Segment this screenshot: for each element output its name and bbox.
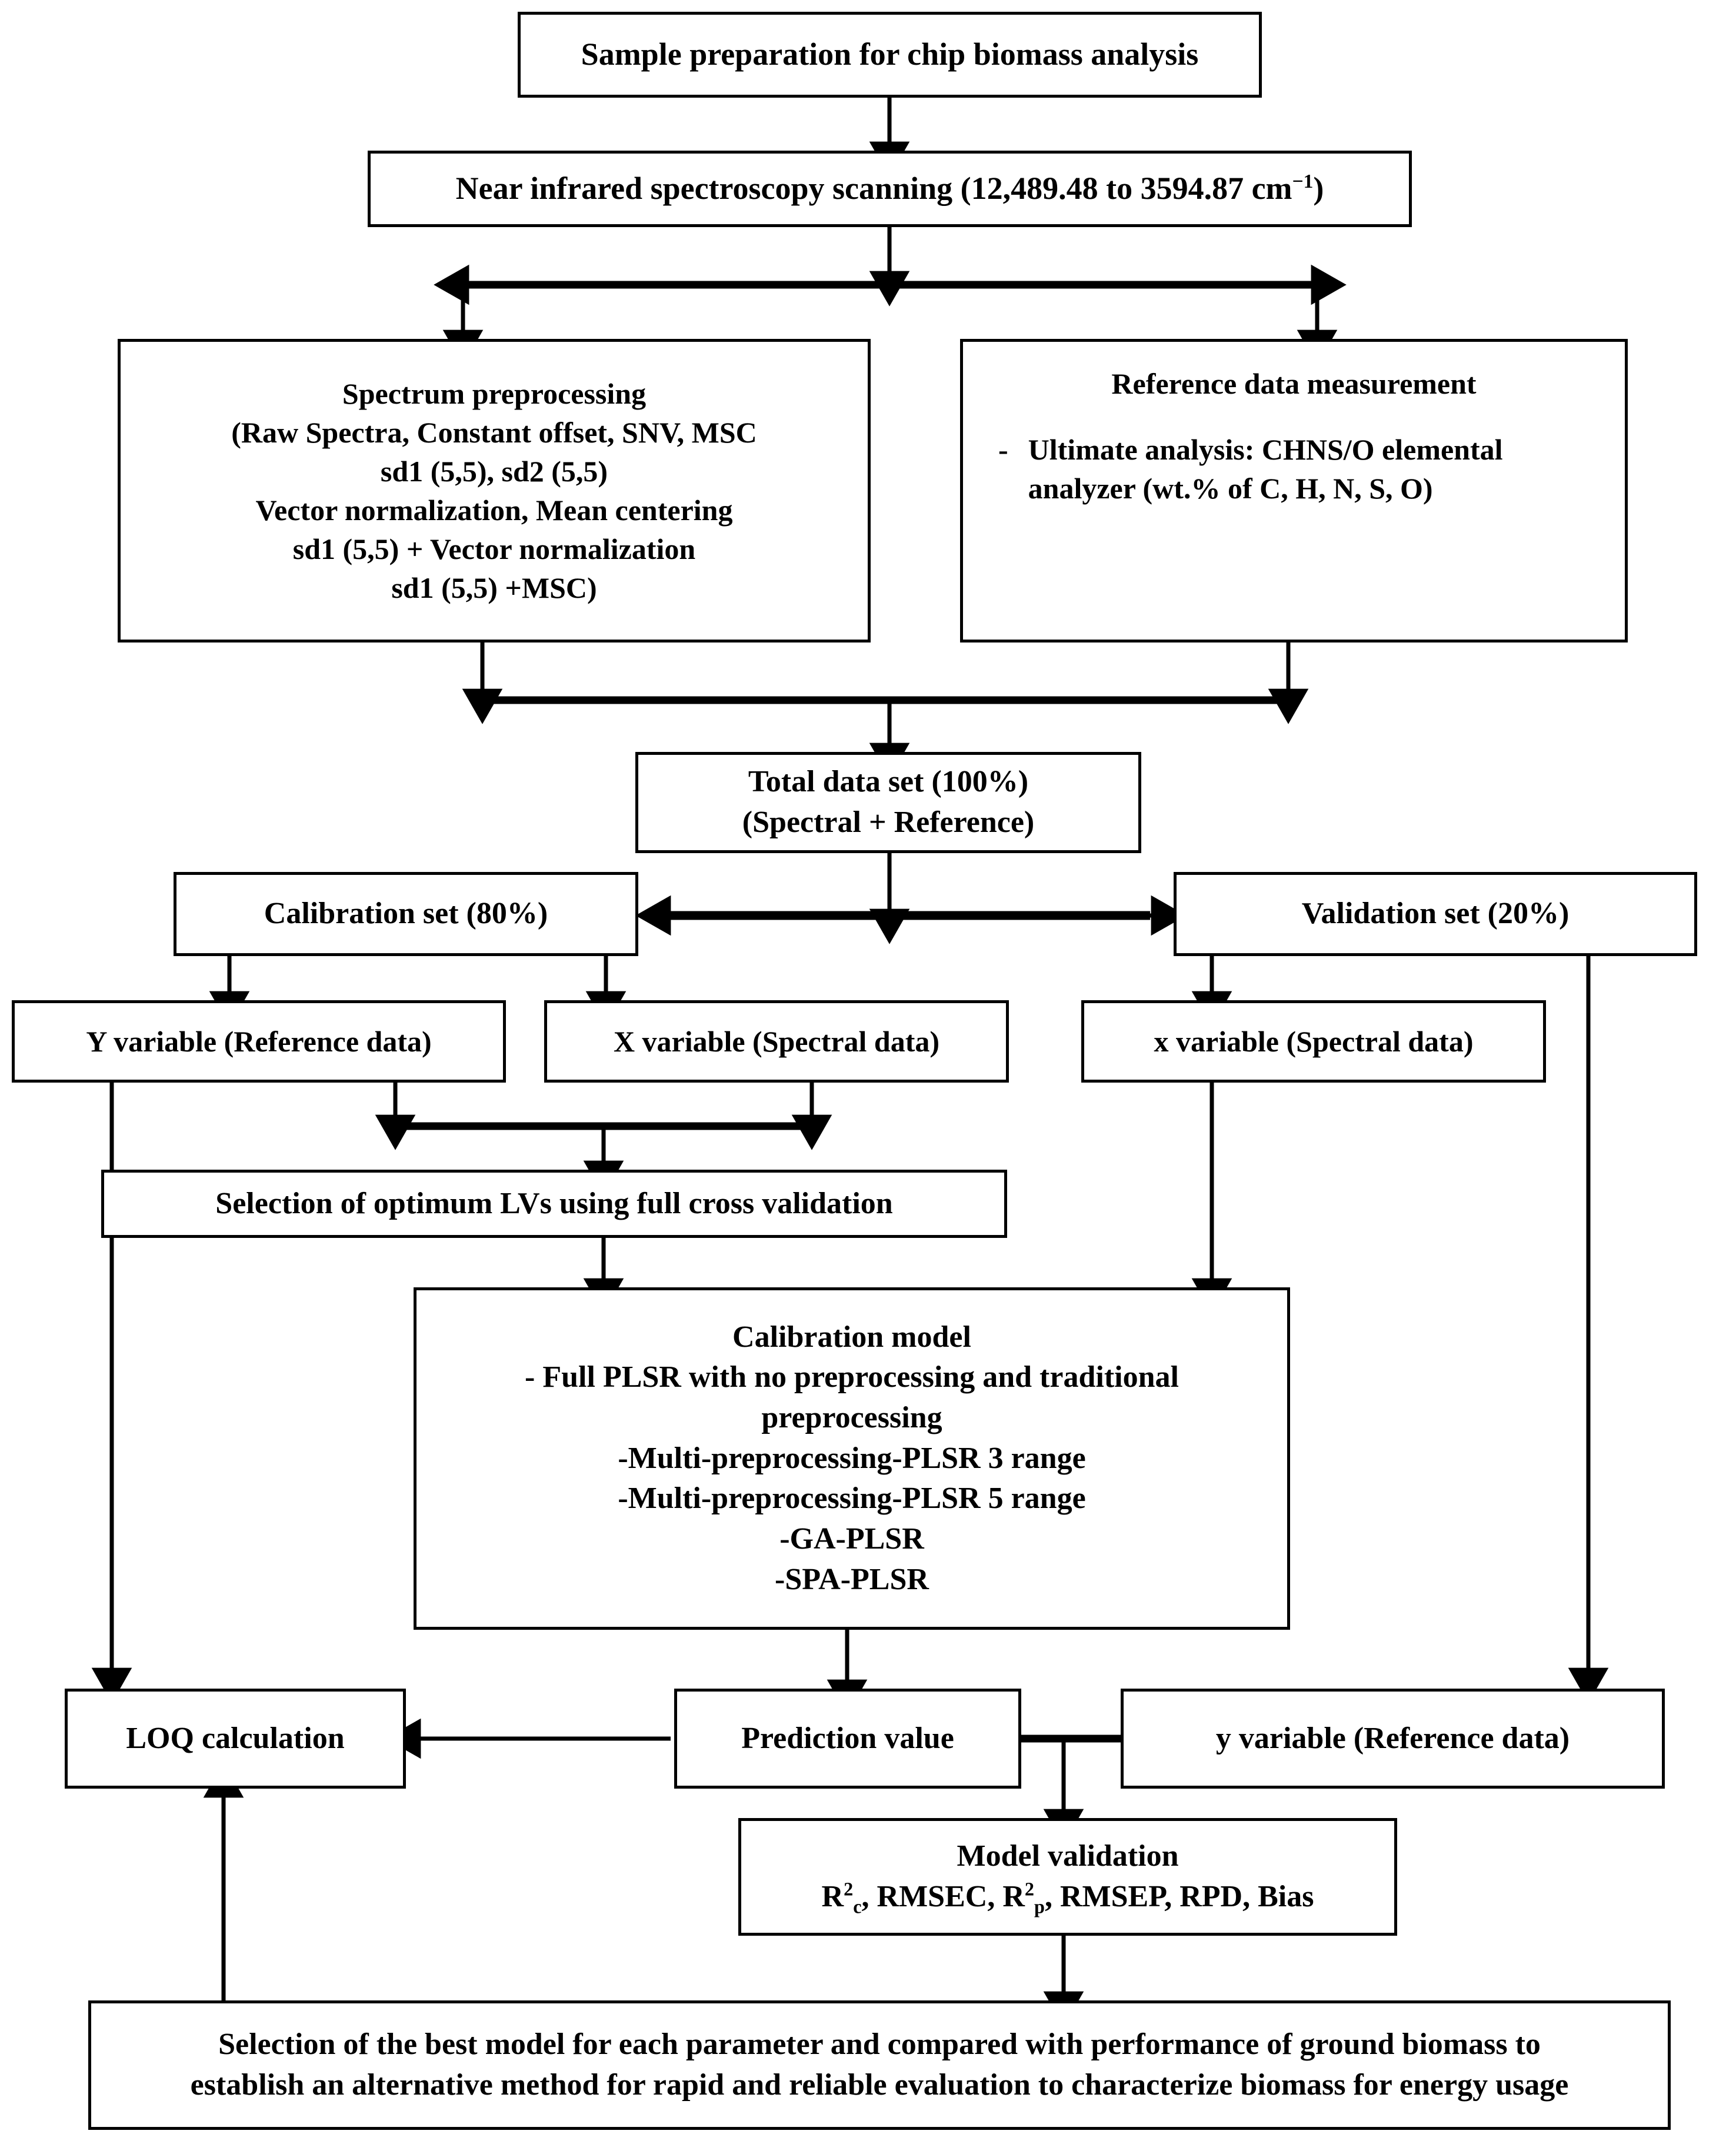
node-y-variable-validation-label: y variable (Reference data) <box>1215 1721 1570 1755</box>
node-calibration-model-label: Calibration model - Full PLSR with no pr… <box>525 1320 1179 1596</box>
node-x-variable-calibration-label: X variable (Spectral data) <box>613 1025 940 1058</box>
model-validation-metrics: R2c, RMSEC, R2p, RMSEP, RPD, Bias <box>821 1878 1314 1917</box>
node-y-variable-calibration[interactable]: Y variable (Reference data) <box>12 1000 506 1083</box>
node-validation-set[interactable]: Validation set (20%) <box>1174 872 1697 956</box>
node-y-variable-validation[interactable]: y variable (Reference data) <box>1121 1689 1665 1789</box>
node-total-dataset-label: Total data set (100%) (Spectral + Refere… <box>742 765 1035 839</box>
node-nir-scanning-label: Near infrared spectroscopy scanning (12,… <box>455 171 1324 207</box>
node-x-variable-calibration[interactable]: X variable (Spectral data) <box>544 1000 1009 1083</box>
node-best-model-selection[interactable]: Selection of the best model for each par… <box>88 2000 1671 2130</box>
node-calibration-model[interactable]: Calibration model - Full PLSR with no pr… <box>414 1287 1290 1630</box>
node-reference-measurement[interactable]: Reference data measurement - Ultimate an… <box>960 339 1628 642</box>
node-x-variable-validation-label: x variable (Spectral data) <box>1154 1025 1474 1058</box>
nir-superscript: −1 <box>1292 171 1314 193</box>
node-total-dataset[interactable]: Total data set (100%) (Spectral + Refere… <box>635 752 1141 853</box>
node-best-model-selection-label: Selection of the best model for each par… <box>190 2028 1569 2102</box>
node-optimum-lvs[interactable]: Selection of optimum LVs using full cros… <box>101 1170 1007 1238</box>
node-calibration-set[interactable]: Calibration set (80%) <box>174 872 638 956</box>
node-loq-calculation-label: LOQ calculation <box>126 1721 345 1755</box>
node-calibration-set-label: Calibration set (80%) <box>264 897 548 931</box>
node-sample-preparation[interactable]: Sample preparation for chip biomass anal… <box>518 12 1262 98</box>
reference-measurement-title: Reference data measurement <box>1111 367 1477 400</box>
node-model-validation[interactable]: Model validation R2c, RMSEC, R2p, RMSEP,… <box>738 1818 1397 1936</box>
node-nir-scanning[interactable]: Near infrared spectroscopy scanning (12,… <box>368 151 1412 227</box>
node-validation-set-label: Validation set (20%) <box>1301 897 1570 931</box>
reference-measurement-bullet: - Ultimate analysis: CHNS/O elemental an… <box>971 430 1617 508</box>
node-y-variable-calibration-label: Y variable (Reference data) <box>86 1025 432 1058</box>
node-optimum-lvs-label: Selection of optimum LVs using full cros… <box>215 1186 893 1220</box>
node-reference-measurement-body: Reference data measurement - Ultimate an… <box>971 364 1617 508</box>
node-sample-preparation-label: Sample preparation for chip biomass anal… <box>581 36 1199 72</box>
node-spectrum-preprocessing-label: Spectrum preprocessing (Raw Spectra, Con… <box>231 377 757 604</box>
node-x-variable-validation[interactable]: x variable (Spectral data) <box>1081 1000 1546 1083</box>
bullet-dash-icon: - <box>998 433 1008 466</box>
node-prediction-value-label: Prediction value <box>741 1721 954 1755</box>
node-spectrum-preprocessing[interactable]: Spectrum preprocessing (Raw Spectra, Con… <box>118 339 871 642</box>
node-model-validation-label: Model validation R2c, RMSEC, R2p, RMSEP,… <box>749 1836 1386 1917</box>
node-loq-calculation[interactable]: LOQ calculation <box>65 1689 406 1789</box>
node-prediction-value[interactable]: Prediction value <box>674 1689 1021 1789</box>
